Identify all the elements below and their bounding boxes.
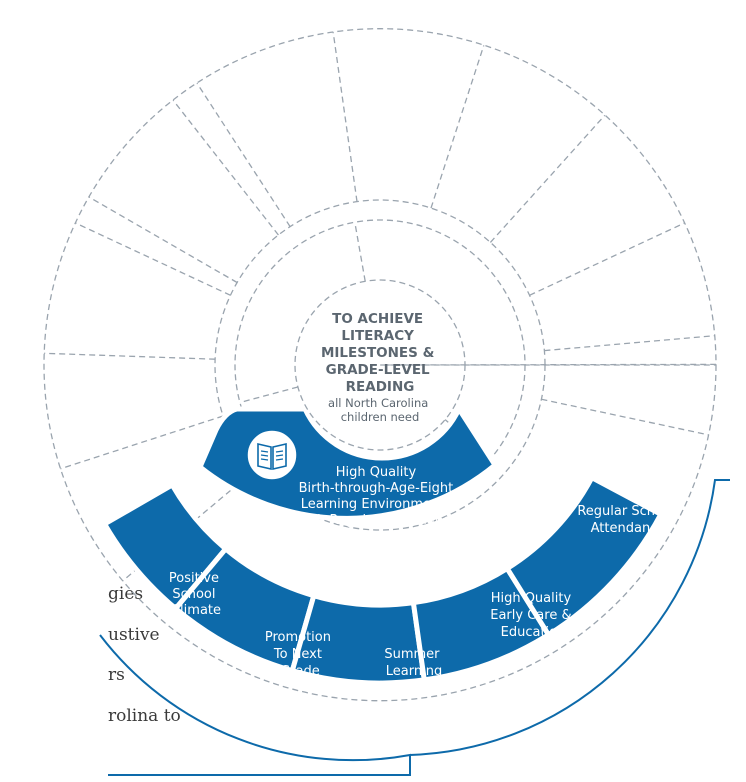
outer-ring-dashed: [43, 28, 717, 702]
segment-regular-school-attendance[interactable]: [504, 475, 664, 638]
dashed-wheel-outline: [43, 28, 717, 702]
label-regular-school-attendance: Regular School Attendance: [577, 504, 678, 536]
background-text-line-4: rolina to: [108, 706, 181, 726]
inner-ring-inner-edge: [234, 219, 526, 511]
open-book-icon: [246, 429, 298, 481]
inner-ring-outer-edge: [214, 199, 546, 531]
outer-ring-divider: [88, 196, 238, 284]
background-text-line-3: rs: [108, 665, 125, 685]
label-summer-learning: Summer Learning: [384, 647, 443, 679]
center-title: TO ACHIEVE LITERACY MILESTONES & GRADE-L…: [321, 311, 439, 395]
outer-ring-divider: [529, 222, 685, 296]
segment-summer-learning[interactable]: [289, 593, 427, 686]
background-text: gies ustive rs rolina to: [108, 584, 181, 726]
outer-ring-divider: [544, 335, 715, 352]
outer-ring-divider: [196, 82, 291, 227]
background-text-line-2: ustive: [108, 625, 160, 645]
timeline-bracket: [99, 479, 730, 776]
segment-positive-school-climate[interactable]: [102, 482, 229, 612]
inner-segment-label: High Quality Birth-through-Age-Eight Lea…: [298, 465, 458, 528]
outer-ring-divider: [172, 99, 279, 236]
outer-segments: [102, 475, 664, 686]
outer-ring-divider: [541, 398, 709, 436]
inner-band-divider: [354, 222, 366, 282]
label-positive-school-climate: Positive School Climate: [169, 571, 223, 618]
outer-ring-divider: [75, 222, 231, 296]
center-circle: [294, 279, 466, 451]
segment-high-quality-early-care[interactable]: [410, 566, 551, 683]
background-text-line-1: gies: [108, 584, 143, 604]
outer-ring-divider: [332, 32, 358, 202]
outer-ring-divider: [44, 352, 216, 360]
label-high-quality-early-care: High Quality Early Care & Education: [490, 591, 575, 640]
center-subtitle: all North Carolina children need: [328, 396, 432, 424]
inner-band-divider: [239, 386, 299, 404]
segment-promotion-to-next-grade[interactable]: [173, 546, 317, 674]
label-promotion-to-next-grade: Promotion To Next Grade: [265, 630, 335, 679]
outer-ring-divider: [489, 114, 606, 243]
outer-ring-divider: [60, 415, 224, 470]
outer-ring-divider: [430, 45, 485, 209]
